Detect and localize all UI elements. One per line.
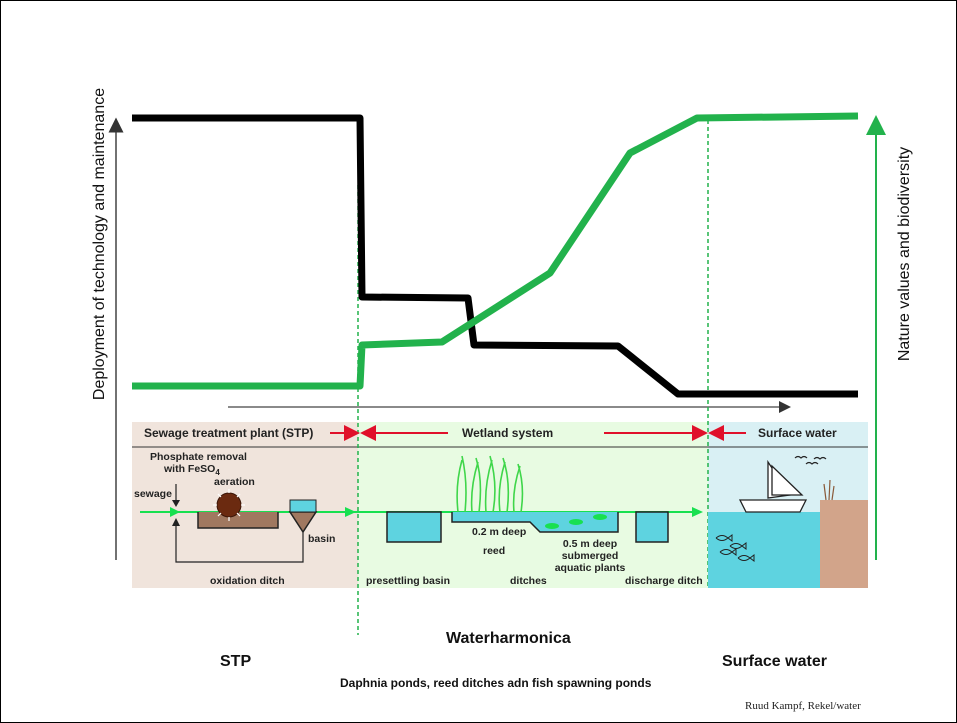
bank (820, 500, 868, 588)
stp-bottom-label: STP (220, 653, 252, 670)
discharge-label: discharge ditch (625, 575, 703, 587)
submerged-label: submerged (561, 550, 619, 562)
aquatic-plants-label: aquatic plants (554, 562, 626, 574)
technology-line (132, 114, 858, 398)
sailboat-icon (738, 459, 808, 513)
reed-ditch (451, 512, 619, 533)
left-axis-label: Deployment of technology and maintenance (91, 87, 108, 401)
waterharmonica-label: Waterharmonica (446, 630, 571, 647)
birds-icon (794, 455, 827, 465)
fish-icon (715, 534, 755, 562)
subtitle-label: Daphnia ponds, reed ditches adn fish spa… (340, 676, 652, 690)
credit-label: Ruud Kampf, Rekel/water (745, 700, 861, 712)
presettling-label: presettling basin (366, 575, 451, 587)
right-axis-label: Nature values and biodiversity (896, 146, 913, 362)
presettling-basin (386, 511, 442, 543)
depth-05-label: 0.5 m deep (562, 538, 618, 550)
flow-arrowhead (170, 507, 180, 517)
aeration-icon (213, 489, 245, 521)
stp-header: Sewage treatment plant (STP) (144, 426, 314, 440)
discharge-ditch (635, 511, 669, 543)
reed-bank-icon (823, 479, 835, 501)
depth-02-label: 0.2 m deep (472, 526, 527, 538)
return-loop (175, 522, 304, 563)
surface-water-bottom-label: Surface water (722, 653, 827, 670)
flow-arrowhead (345, 507, 356, 517)
wetland-header: Wetland system (462, 426, 554, 440)
basin-water (289, 499, 317, 513)
phosphate-label: Phosphate removal (150, 451, 247, 463)
surface-header: Surface water (758, 426, 837, 440)
sewage-label: sewage (134, 488, 172, 500)
oxidation-ditch-label: oxidation ditch (210, 575, 285, 587)
ditches-label: ditches (510, 575, 547, 587)
wetland-band (358, 422, 708, 588)
reed-plants-icon (456, 455, 524, 513)
feso4-label: with FeSO4 (164, 463, 220, 478)
aeration-label: aeration (214, 476, 255, 488)
reed-label: reed (483, 545, 506, 557)
flow-arrowhead (692, 507, 703, 517)
nature-line (132, 112, 859, 390)
basin-label: basin (308, 533, 336, 545)
